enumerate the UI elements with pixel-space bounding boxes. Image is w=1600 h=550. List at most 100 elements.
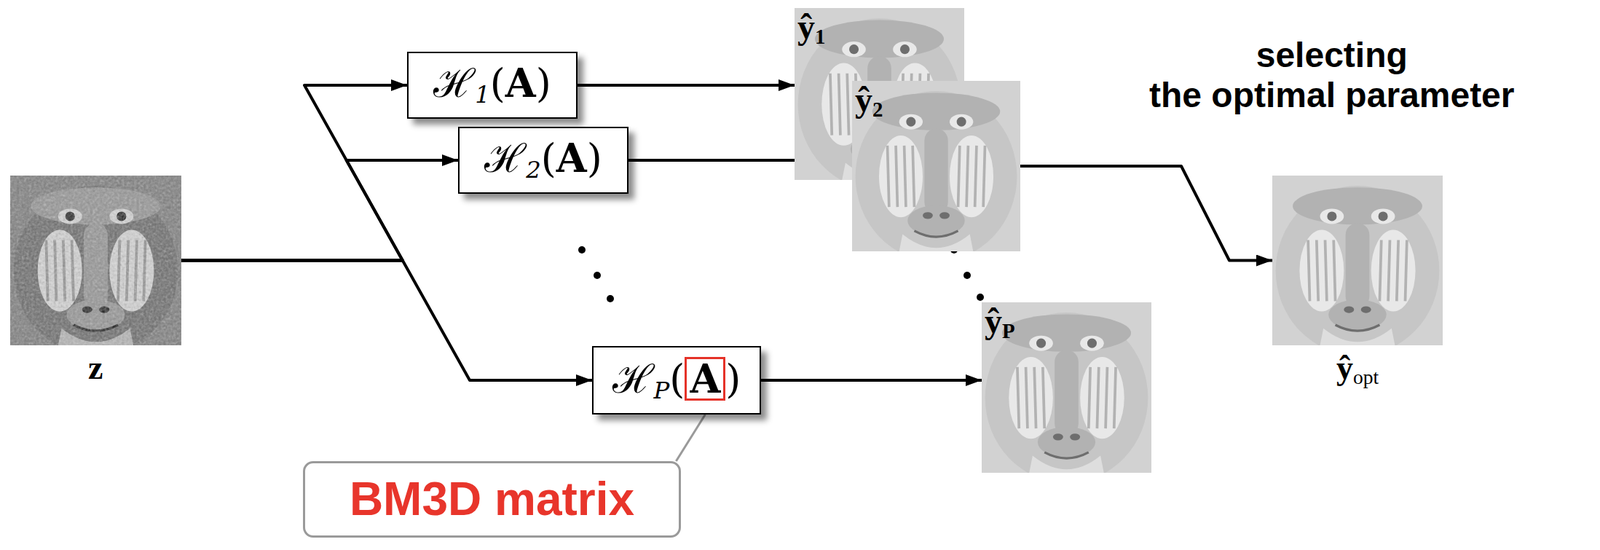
mouth [1335, 324, 1381, 331]
filter-box: ℋ2(A) [458, 126, 629, 194]
cheek-stripe [1316, 240, 1319, 302]
cheek-stripe [830, 73, 832, 136]
cheek-stripe [1105, 367, 1107, 429]
nostril [1361, 305, 1372, 313]
filter-box: ℋ1(A) [407, 51, 578, 119]
cheek-stripe [1088, 367, 1091, 429]
image-label: ŷopt [1336, 351, 1379, 387]
operator-symbol: ℋ [484, 135, 526, 182]
cheek-stripe [838, 73, 841, 136]
cheek-stripe [1325, 240, 1327, 302]
cheek [949, 135, 994, 218]
baboon-picture [10, 175, 182, 346]
nostril [1053, 433, 1064, 440]
parenthesis: ( [669, 356, 685, 403]
subscript: P [653, 376, 671, 405]
eye-ring [892, 41, 917, 57]
brow [872, 92, 1001, 130]
cheek [1008, 356, 1054, 439]
cheek-stripe [1026, 367, 1028, 429]
flow-arrow [761, 378, 982, 382]
label-word: parameter [1345, 75, 1515, 115]
image-label: ŷP [984, 303, 1016, 342]
cheek-stripe [1396, 240, 1399, 302]
nostril [1343, 305, 1354, 313]
cheek-stripe [983, 145, 985, 207]
nose-ridge [924, 128, 948, 215]
eye-ring [899, 114, 923, 130]
fur [855, 91, 1018, 252]
subscript: P [1002, 318, 1016, 343]
ellipsis-dot [606, 294, 614, 303]
parenthesis: ) [536, 60, 552, 107]
eye [1087, 338, 1097, 349]
matrix-symbol: A [556, 134, 587, 182]
nose-ridge [1054, 350, 1079, 436]
optimal-image: ŷopt [1272, 175, 1443, 346]
label-word: optimal [1211, 75, 1336, 115]
cheek-stripe [1307, 240, 1310, 302]
image-label: ŷ2 [854, 82, 883, 121]
parenthesis: ( [490, 60, 506, 107]
cheek-stripe [912, 145, 914, 207]
callout-text: BM3D matrix [349, 473, 635, 525]
beard [1320, 328, 1396, 346]
operator-label: ℋ2(A) [484, 136, 603, 184]
eye [905, 117, 916, 127]
cheek-stripe [1379, 240, 1381, 302]
eye [1036, 338, 1046, 349]
eye-ring [949, 114, 973, 130]
flow-arrow [181, 160, 459, 261]
cheek-stripe [958, 145, 960, 207]
parenthesis: ) [725, 356, 741, 403]
flow-arrow [181, 85, 408, 261]
ellipsis-dot [593, 271, 601, 279]
eye-ring [1080, 335, 1105, 352]
flow-arrow [577, 83, 795, 87]
estimate-symbol: ŷ [797, 7, 815, 46]
edge-label: selecting the optimal parameter [1144, 34, 1519, 116]
subscript: 2 [872, 97, 883, 121]
denoised-image: ŷP [981, 302, 1152, 473]
mouth [913, 230, 958, 237]
filter-box: ℋP(A) [592, 345, 762, 415]
image-label: ŷ1 [797, 9, 826, 48]
beard [899, 234, 974, 252]
brow [1292, 187, 1423, 225]
image-label: z [88, 351, 103, 385]
operator-label: ℋP(A) [612, 356, 742, 405]
eye [1326, 211, 1337, 221]
eye [849, 44, 859, 54]
parenthesis: ( [541, 135, 557, 182]
brow [1002, 313, 1131, 352]
cheek-stripe [1017, 367, 1019, 429]
label-word: the [1149, 75, 1202, 115]
cheek [1371, 230, 1416, 312]
subscript: 2 [525, 155, 542, 184]
eye-ring [841, 41, 866, 57]
cheek-stripe [1114, 367, 1116, 429]
cheek [1080, 356, 1125, 439]
noisy-image: z [10, 175, 182, 346]
cheek-stripe [966, 145, 968, 207]
eye-ring [1371, 208, 1396, 224]
cheek-stripe [1388, 240, 1390, 302]
mouth [1044, 452, 1089, 459]
noise-overlay [10, 175, 182, 346]
fur [1275, 185, 1440, 346]
nostril [939, 211, 950, 219]
ellipsis-dot [963, 271, 971, 279]
cheek-stripe [1034, 367, 1036, 429]
ellipsis-dot [578, 246, 586, 254]
cheek-stripe [904, 145, 906, 207]
eye-ring [1320, 208, 1345, 224]
baboon-picture [1272, 175, 1443, 346]
matrix-symbol: A [505, 59, 537, 107]
cheek [879, 135, 923, 218]
cheek-stripe [1333, 240, 1335, 302]
callout-pointer [675, 414, 705, 461]
eye [900, 44, 910, 54]
cheek-stripe [887, 145, 890, 207]
subscript: 1 [814, 24, 826, 49]
